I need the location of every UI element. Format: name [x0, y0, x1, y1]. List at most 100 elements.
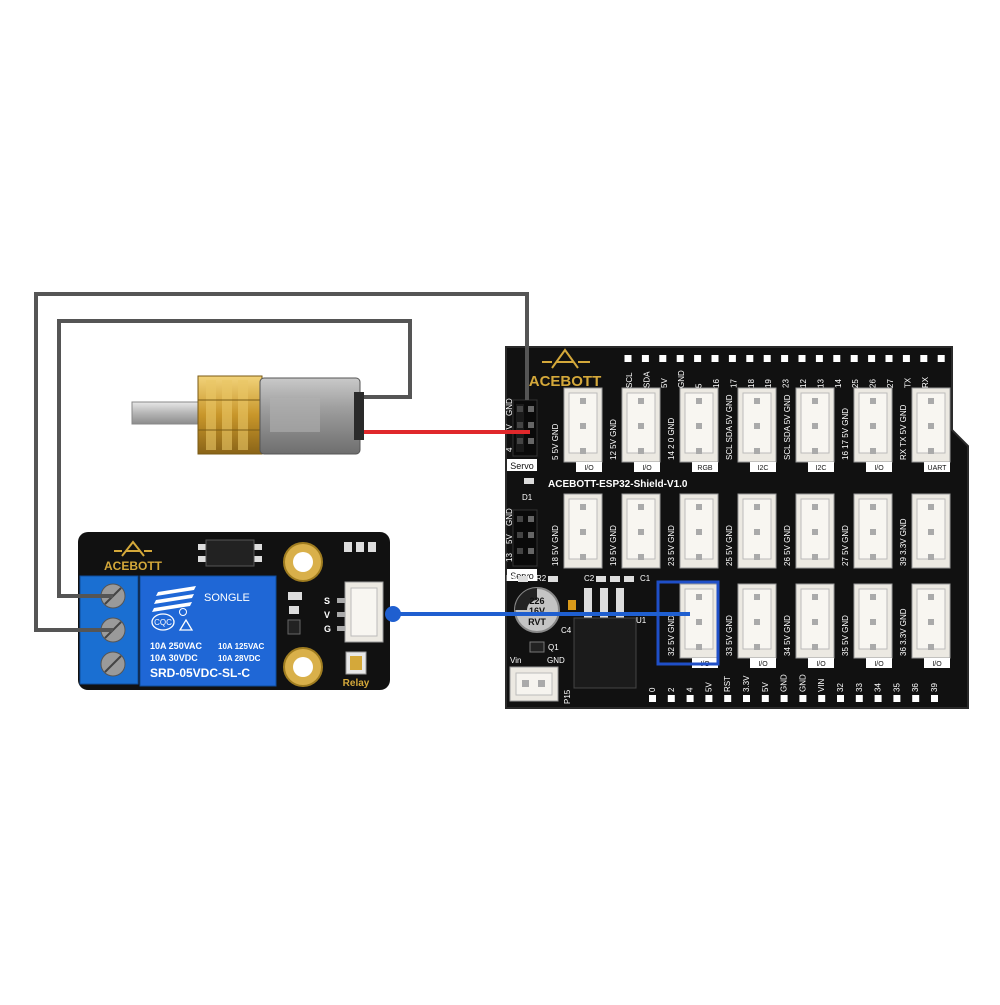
rating-2: 10A 125VAC — [218, 642, 264, 651]
connector-pin-label: SCL SDA 5V GND — [725, 394, 734, 460]
servo-header-2: GND 5V 13 Servo — [505, 508, 538, 581]
connector-pin-label: 23 5V GND — [667, 525, 676, 566]
servo1-label-4: 4 — [505, 447, 514, 452]
bottom-header-label: RST — [723, 676, 732, 692]
d2-label: D2 — [506, 574, 517, 583]
bottom-header-label: GND — [780, 674, 789, 692]
wire-gray-inner — [57, 319, 412, 598]
header-hole — [818, 695, 826, 702]
header-hole — [694, 355, 702, 362]
header-hole — [667, 695, 675, 702]
relay-led-icon — [345, 651, 367, 675]
servo1-label-gnd: GND — [505, 398, 514, 416]
header-hole — [931, 695, 938, 702]
header-hole — [641, 355, 649, 362]
bottom-header-label: GND — [798, 674, 807, 692]
header-hole — [724, 695, 732, 702]
songle-logo-icon — [152, 586, 196, 612]
board-title: ACEBOTT-ESP32-Shield-V1.0 — [548, 479, 688, 490]
shield-brand: ACEBOTT — [529, 373, 602, 390]
bottom-header-label: 32 — [836, 683, 845, 692]
c2-label: C2 — [584, 574, 595, 583]
bottom-header-label: 33 — [855, 683, 864, 692]
cqc-cert-icon: CQC — [151, 608, 194, 631]
relay-signal-connector — [337, 581, 384, 643]
connector-pin-label: 19 5V GND — [609, 525, 618, 566]
servo2-label-gnd: GND — [505, 508, 514, 526]
top-header-label: GND — [677, 370, 686, 388]
header-hole — [780, 695, 788, 702]
top-header-label: 25 — [851, 379, 860, 388]
servo1-label-5v: 5V — [505, 424, 514, 434]
capacitor-text-2: 16V — [529, 606, 545, 616]
connector-pin-label: 14 2 0 GND — [667, 418, 676, 460]
top-header-label: SDA — [642, 371, 651, 388]
top-header-label: 26 — [869, 379, 878, 388]
connector-tag: I2C — [758, 465, 769, 472]
c1-label: C1 — [640, 574, 651, 583]
connector-pin-label: 35 5V GND — [841, 615, 850, 656]
header-hole — [676, 355, 684, 362]
header-hole — [686, 695, 694, 702]
transistor-q1: Q1 — [529, 641, 559, 653]
bottom-header-label: 34 — [874, 683, 883, 692]
relay-module-label: Relay — [343, 678, 370, 689]
top-header-label: 23 — [782, 379, 791, 388]
motor-shaft — [131, 401, 201, 425]
connector-pin-label: 27 5V GND — [841, 525, 850, 566]
relay-body: SONGLE CQC 10A 250VAC 10A 125VAC 10A 30V… — [139, 575, 277, 687]
regulator-u1: U1 — [573, 588, 647, 689]
header-hole — [746, 355, 754, 362]
top-header-label: 17 — [729, 379, 738, 388]
connector-tag: I2C — [816, 465, 827, 472]
optocoupler — [198, 539, 262, 567]
header-hole — [833, 355, 841, 362]
relay-maker: SONGLE — [204, 592, 250, 604]
connector-pin-label: 12 5V GND — [609, 419, 618, 460]
header-hole — [868, 355, 876, 362]
r2-label: R2 — [536, 574, 547, 583]
mounting-hole-top — [283, 542, 323, 582]
terminal-screw-3 — [100, 651, 126, 677]
header-hole — [659, 355, 667, 362]
connector-tag: I/O — [584, 465, 594, 472]
connector-tag: I/O — [874, 465, 884, 472]
bottom-header-label: 0 — [648, 687, 657, 692]
header-hole — [920, 355, 928, 362]
bottom-header-label: 3.3V — [742, 675, 751, 692]
bottom-header-label: 36 — [911, 683, 920, 692]
p15-label: P15 — [563, 689, 572, 704]
top-header-label: 16 — [712, 379, 721, 388]
top-header-label: TX — [903, 377, 912, 388]
top-header-label: SCL — [625, 372, 634, 388]
bottom-header-label: VIN — [817, 678, 826, 692]
top-header-label: RX — [921, 376, 930, 388]
top-header-label: 14 — [834, 379, 843, 388]
connector-pin-label: 33 5V GND — [725, 615, 734, 656]
header-hole — [798, 355, 806, 362]
connector-pin-label: 16 17 5V GND — [841, 408, 850, 460]
rating-3: 10A 30VDC — [150, 653, 198, 663]
top-header-label: 13 — [816, 379, 825, 388]
relay-pin-v: V — [324, 610, 330, 620]
header-hole — [649, 695, 656, 702]
rating-4: 10A 28VDC — [218, 654, 261, 663]
top-header-holes — [624, 355, 945, 362]
servo-header-1: GND 5V 4 Servo — [505, 398, 538, 471]
relay-module: ACEBOTT — [78, 532, 390, 690]
mounting-hole-bottom — [283, 647, 323, 687]
shield-logo: ACEBOTT — [529, 348, 602, 390]
top-header-label: 19 — [764, 379, 773, 388]
header-hole — [799, 695, 807, 702]
header-hole — [874, 695, 882, 702]
q1-label: Q1 — [548, 643, 559, 652]
highlight-box-pin32 — [656, 580, 720, 666]
u1-label: U1 — [636, 616, 647, 625]
connector-pin-label: SCL SDA 5V GND — [783, 394, 792, 460]
header-hole — [912, 695, 920, 702]
